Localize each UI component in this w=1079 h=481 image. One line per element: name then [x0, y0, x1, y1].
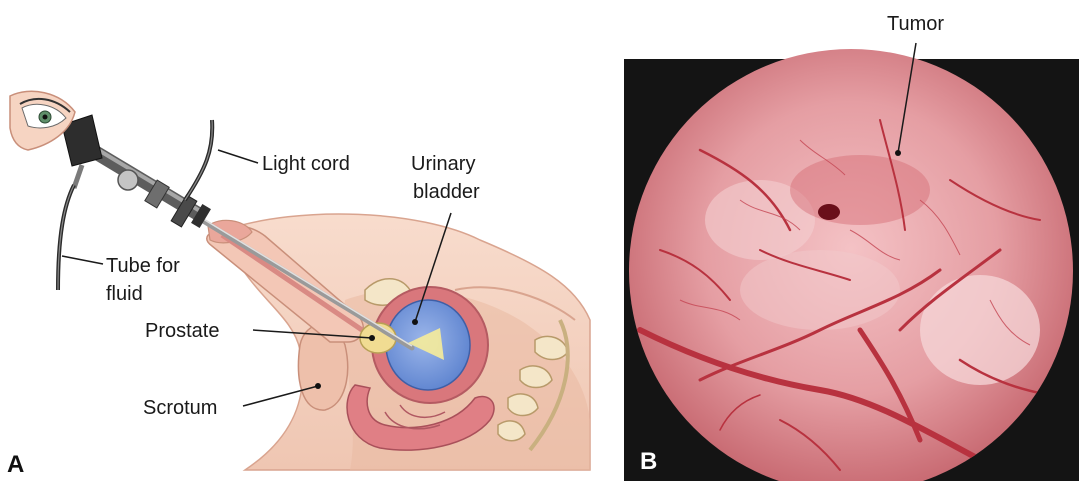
label-tumor: Tumor — [887, 12, 944, 36]
label-tube-line1: Tube for — [106, 254, 180, 278]
dot-prostate — [369, 335, 375, 341]
fluid-port — [74, 165, 82, 188]
label-urinary-line2: bladder — [413, 180, 480, 204]
tumor-spot — [818, 204, 840, 220]
label-light-cord: Light cord — [262, 152, 350, 176]
leader-tube — [62, 256, 103, 264]
dot-bladder — [412, 319, 418, 325]
light-cord — [185, 120, 212, 200]
label-prostate: Prostate — [145, 319, 219, 343]
observer-eye — [10, 91, 75, 150]
panel-a-illustration — [10, 91, 590, 470]
dot-tumor — [895, 150, 901, 156]
leader-light-cord — [218, 150, 258, 163]
label-urinary-line1: Urinary — [411, 152, 475, 176]
label-scrotum: Scrotum — [143, 396, 217, 420]
label-tube-line2: fluid — [106, 282, 143, 306]
panel-letter-b: B — [640, 448, 657, 476]
dot-scrotum — [315, 383, 321, 389]
panel-letter-a: A — [7, 451, 24, 479]
panel-b-photo — [624, 43, 1079, 481]
